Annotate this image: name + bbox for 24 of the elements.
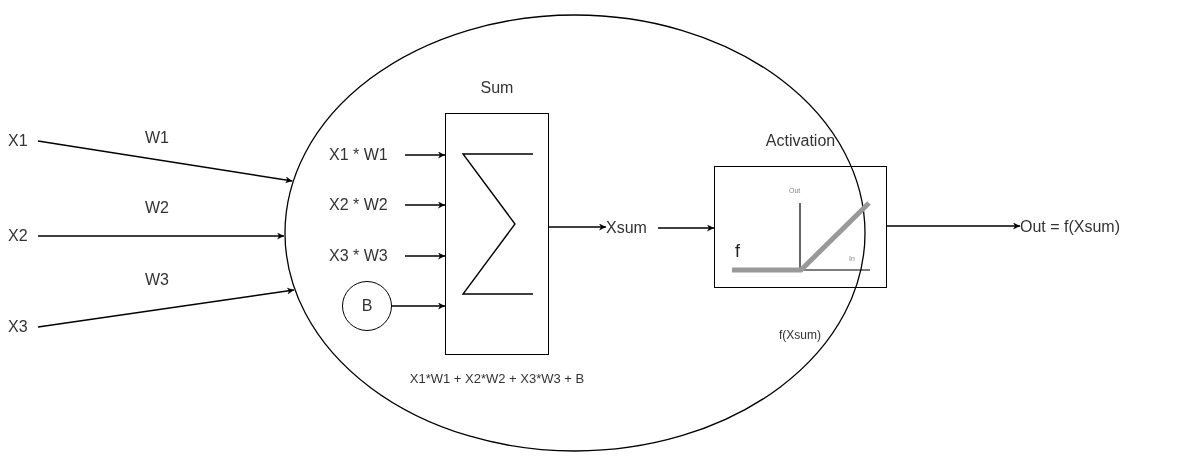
output-label: Out = f(Xsum) — [1020, 217, 1121, 237]
arrow — [37, 140, 293, 184]
weighted-input-label: X2 * W2 — [329, 195, 388, 215]
arrow — [404, 252, 446, 260]
arrow — [404, 201, 446, 209]
weighted-input-label: X3 * W3 — [329, 246, 388, 266]
bias-circle: B — [342, 281, 392, 331]
arrow — [37, 232, 285, 240]
input-label: X2 — [8, 226, 28, 246]
block-title: Sum — [479, 77, 515, 98]
function-caption: f(Xsum) — [778, 327, 822, 344]
formula-text: X1*W1 + X2*W2 + X3*W3 + B — [408, 369, 586, 388]
input-label: X1 — [8, 131, 28, 151]
weighted-input-label: X1 * W1 — [329, 145, 388, 165]
arrow — [391, 302, 446, 310]
arrow — [886, 222, 1021, 230]
input-label: X3 — [8, 317, 28, 337]
function-label: f — [735, 241, 740, 261]
block-title: Activation — [764, 130, 837, 151]
arrow — [657, 224, 715, 232]
arrow — [548, 223, 607, 231]
arrow — [404, 151, 446, 159]
arrow — [37, 287, 295, 328]
sum-output-label: Xsum — [606, 218, 647, 238]
